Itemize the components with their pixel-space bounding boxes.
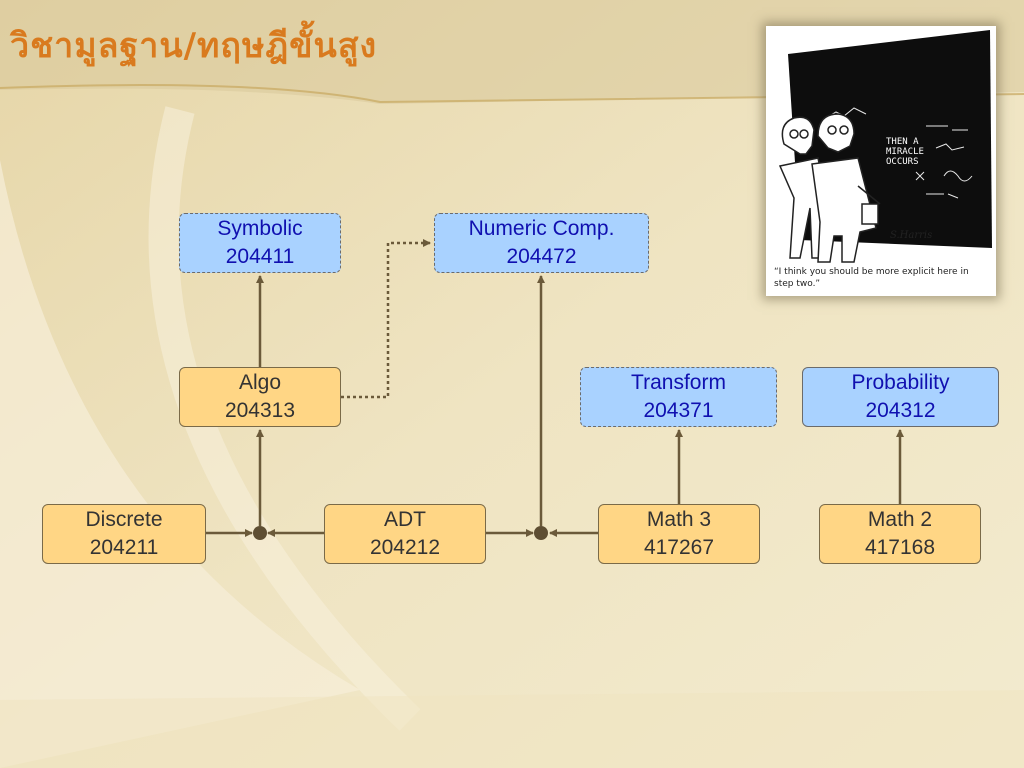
course-node-symbolic: Symbolic 204411 [179,213,341,273]
course-code: 204211 [89,536,159,559]
cartoon-image: THEN A MIRACLE OCCURS S.Harris “I think … [766,26,996,296]
cartoon-signature: S.Harris [890,230,932,241]
course-code: 204313 [224,399,296,422]
course-name: Discrete [85,508,163,531]
edge-algo-to-numeric-dotted [341,239,431,399]
course-node-discrete: Discrete 204211 [42,504,206,564]
course-node-numeric-comp: Numeric Comp. 204472 [434,213,649,273]
slide-title: วิชามูลฐาน/ทฤษฎีขั้นสูง [10,26,378,66]
course-code: 417267 [643,536,715,559]
chalk-text-line-2: MIRACLE [886,147,924,157]
course-code: 204212 [369,536,441,559]
chalk-text-line-3: OCCURS [886,157,919,167]
chalk-text-line-1: THEN A [886,137,919,147]
course-name: Numeric Comp. [468,217,615,240]
course-code: 204472 [506,245,577,268]
course-node-adt: ADT 204212 [324,504,486,564]
course-name: Algo [238,371,282,394]
course-name: Math 2 [867,508,933,531]
course-node-transform: Transform 204371 [580,367,777,427]
course-code: 417168 [864,536,936,559]
course-name: ADT [384,508,426,531]
course-name: Symbolic [217,217,303,240]
junction-dot-a [253,526,267,540]
course-code: 204312 [865,399,936,422]
junction-dot-b [534,526,548,540]
course-name: Math 3 [646,508,712,531]
course-node-algo: Algo 204313 [179,367,341,427]
cartoon-caption: “I think you should be more explicit her… [774,267,969,289]
course-node-math2: Math 2 417168 [819,504,981,564]
course-code: 204411 [225,245,295,268]
course-code: 204371 [643,399,714,422]
course-node-probability: Probability 204312 [802,367,999,427]
course-name: Transform [631,371,726,394]
course-name: Probability [851,371,950,394]
course-node-math3: Math 3 417267 [598,504,760,564]
